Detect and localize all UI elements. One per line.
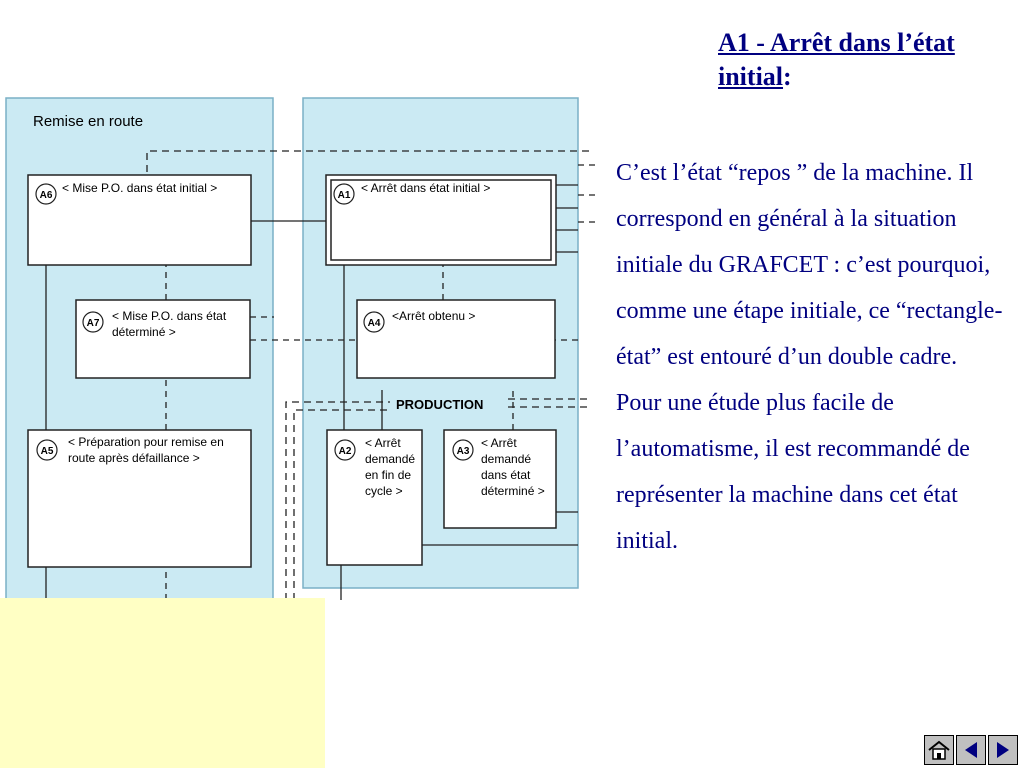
previous-icon	[965, 742, 977, 758]
code-a5: A5	[41, 446, 54, 457]
label-a4-line1: <Arrêt obtenu >	[392, 309, 475, 323]
code-badge-a1	[333, 183, 355, 205]
label-a6-line1: < Mise P.O. dans état initial >	[62, 181, 217, 195]
production-frame	[285, 401, 390, 600]
code-a6: A6	[40, 190, 53, 201]
code-a2: A2	[339, 446, 352, 457]
code-badge-a6	[35, 183, 57, 205]
gemma-diagram: Remise en route A6 < Mise P.O. dans état…	[5, 97, 598, 610]
label-a7-line2: déterminé >	[112, 325, 176, 339]
code-a4: A4	[368, 318, 381, 329]
production-dashes	[508, 398, 590, 408]
code-badge-a3	[452, 439, 474, 461]
label-a5-line2: route après défaillance >	[68, 451, 200, 465]
label-a2-line4: cycle >	[365, 484, 403, 498]
previous-button[interactable]	[956, 735, 986, 765]
box-a1-inner	[330, 179, 552, 261]
code-a7: A7	[87, 318, 100, 329]
code-a1: A1	[338, 190, 351, 201]
label-a3-line3: dans état	[481, 468, 531, 482]
label-a5-line1: < Préparation pour remise en	[68, 435, 224, 449]
label-a3-line4: déterminé >	[481, 484, 545, 498]
home-button[interactable]	[924, 735, 954, 765]
label-a2-line2: demandé	[365, 452, 415, 466]
production-label: PRODUCTION	[396, 397, 483, 412]
box-a7	[75, 299, 251, 379]
connection-lines	[45, 164, 598, 610]
next-button[interactable]	[988, 735, 1018, 765]
box-a6	[27, 174, 252, 266]
code-badge-a7	[82, 311, 104, 333]
box-a4	[356, 299, 556, 379]
code-badge-a2	[334, 439, 356, 461]
label-a2-line1: < Arrêt	[365, 436, 401, 450]
label-a1-line1: < Arrêt dans état initial >	[361, 181, 490, 195]
label-a7-line1: < Mise P.O. dans état	[112, 309, 227, 323]
code-badge-a5	[36, 439, 58, 461]
slide-body: C’est l’état “repos ” de la machine. Il …	[616, 150, 1021, 564]
panel-title: Remise en route	[33, 113, 143, 130]
slide-title-suffix: :	[783, 62, 792, 91]
label-a3-line1: < Arrêt	[481, 436, 517, 450]
yellow-area	[0, 598, 325, 768]
production-frame-inner	[293, 409, 388, 600]
code-badge-a4	[363, 311, 385, 333]
box-a5	[27, 429, 252, 568]
next-icon	[997, 742, 1009, 758]
nav-bar	[924, 735, 1018, 767]
paragraph-1: C’est l’état “repos ” de la machine. Il …	[616, 160, 1003, 370]
code-a3: A3	[457, 446, 470, 457]
label-a3-line2: demandé	[481, 452, 531, 466]
paragraph-2: Pour une étude plus facile de l’automati…	[616, 390, 970, 554]
slide-title-underlined: A1 - Arrêt dans l’état initial	[718, 28, 955, 91]
slide-title: A1 - Arrêt dans l’état initial:	[718, 26, 1018, 94]
label-a2-line3: en fin de	[365, 468, 411, 482]
home-icon	[928, 740, 950, 760]
link-top-dashed	[146, 150, 590, 172]
